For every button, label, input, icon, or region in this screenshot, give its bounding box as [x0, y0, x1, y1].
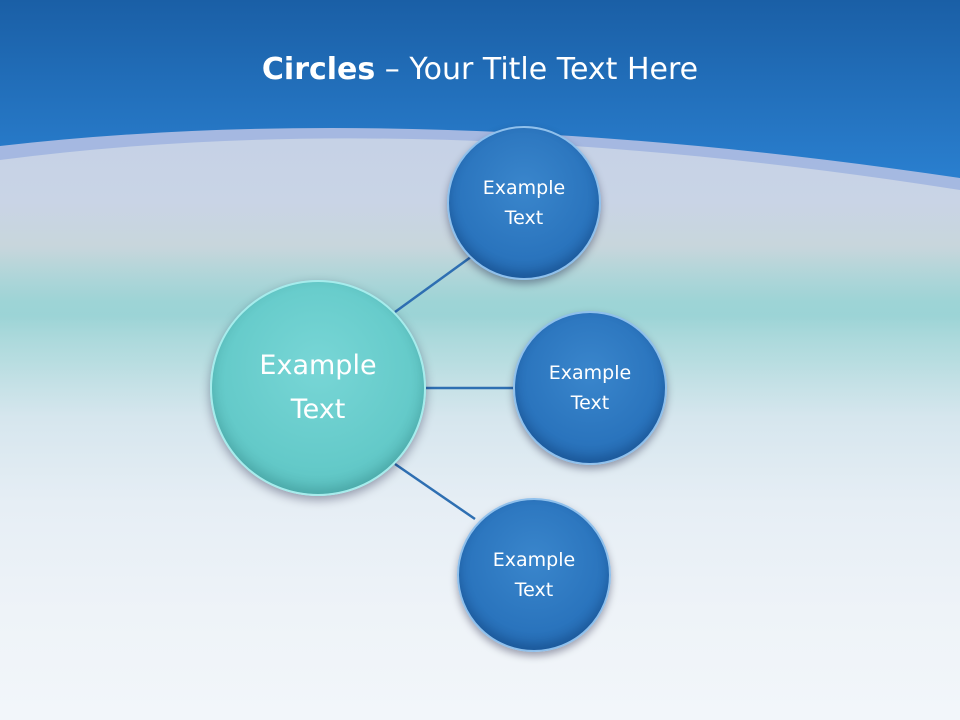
- center-circle: Example Text: [210, 280, 426, 496]
- header-shape: [0, 0, 960, 178]
- node-circle-middle-label-line2: Text: [570, 392, 610, 414]
- node-circle-bottom: Example Text: [457, 498, 611, 652]
- node-circle-top: Example Text: [447, 126, 601, 280]
- slide-title-rest: – Your Title Text Here: [375, 52, 699, 87]
- connector-line-bottom: [394, 462, 476, 521]
- node-circle-middle: Example Text: [513, 311, 667, 465]
- sea-band: [0, 250, 960, 380]
- node-circle-top-label-line2: Text: [504, 207, 544, 229]
- node-circle-bottom-label-line2: Text: [514, 579, 554, 601]
- center-circle-label-line2: Text: [290, 394, 346, 425]
- slide-title: Circles – Your Title Text Here: [0, 52, 960, 87]
- connector-line-top: [394, 252, 476, 314]
- arc-band: [0, 120, 960, 190]
- node-circle-bottom-label-line1: Example: [492, 549, 576, 571]
- center-circle-label-line1: Example: [259, 350, 377, 381]
- node-circle-top-label-line1: Example: [482, 177, 566, 199]
- node-circle-middle-label-line1: Example: [548, 362, 632, 384]
- slide-title-bold: Circles: [261, 52, 376, 87]
